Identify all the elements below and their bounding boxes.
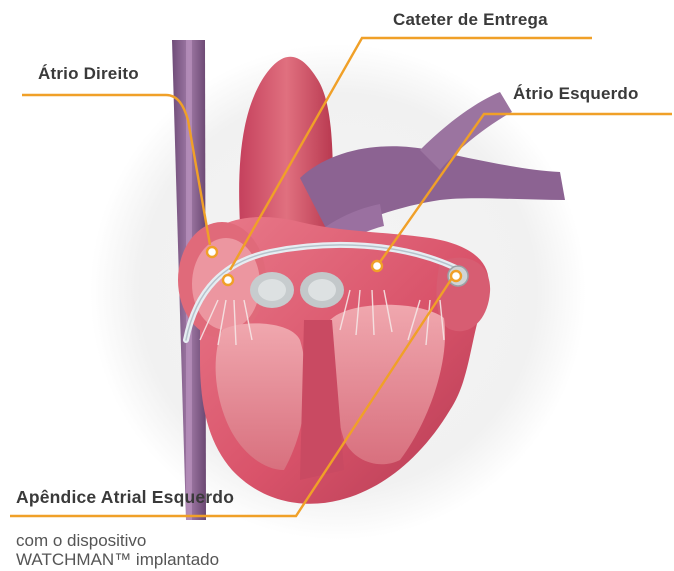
dot-left-atrium bbox=[372, 261, 382, 271]
dot-catheter bbox=[223, 275, 233, 285]
caption-line-2: WATCHMAN™ implantado bbox=[16, 551, 219, 568]
caption-line-1: com o dispositivo bbox=[16, 532, 146, 549]
dot-appendage bbox=[451, 271, 461, 281]
label-left-atrium: Átrio Esquerdo bbox=[513, 84, 639, 104]
label-left-atrial-appendage: Apêndice Atrial Esquerdo bbox=[16, 487, 234, 508]
label-right-atrium: Átrio Direito bbox=[38, 64, 139, 84]
label-delivery-catheter: Cateter de Entrega bbox=[393, 10, 548, 30]
dot-right-atrium bbox=[207, 247, 217, 257]
